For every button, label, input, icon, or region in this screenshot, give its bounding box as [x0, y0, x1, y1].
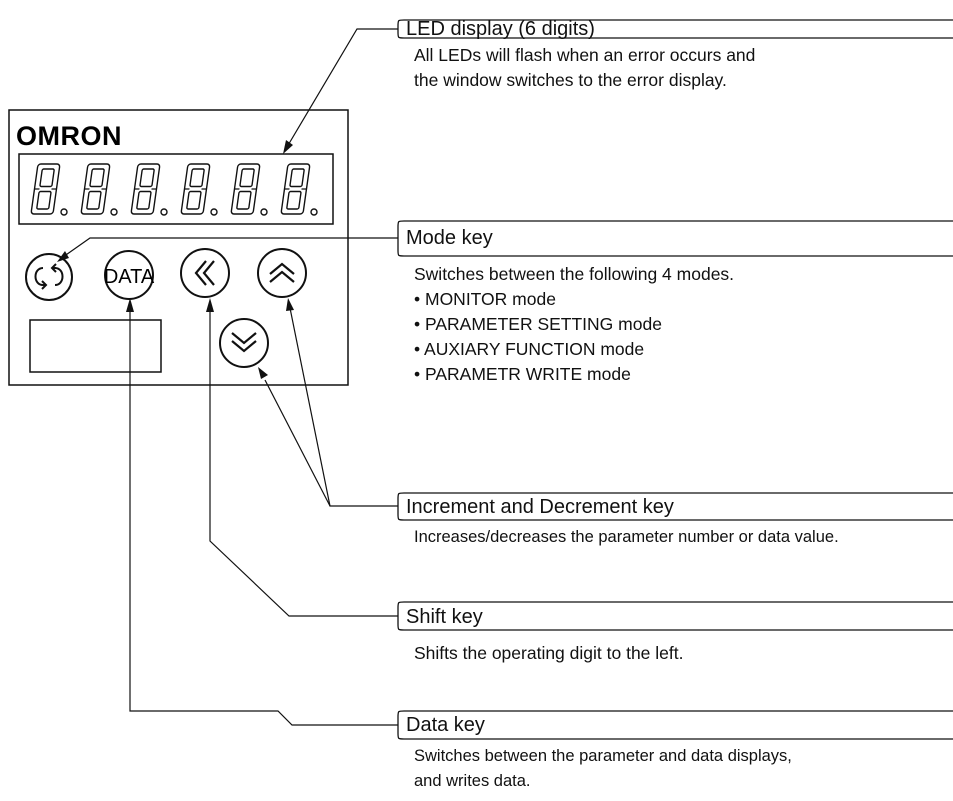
data-desc-line: Switches between the parameter and data …: [414, 747, 792, 765]
shift-callout-desc: Shifts the operating digit to the left.: [414, 641, 683, 666]
omron-logo: OMRON: [16, 121, 122, 151]
mode-callout-bracket: [397, 220, 953, 257]
incdec-leader-line-down: [264, 379, 331, 507]
mode-key[interactable]: [25, 253, 73, 301]
data-callout-title: Data key: [406, 714, 485, 736]
led-callout-bracket: [397, 19, 953, 39]
data-desc-line: and writes data.: [414, 772, 531, 790]
increment-key[interactable]: [257, 248, 307, 298]
led-arrowhead: [283, 140, 293, 154]
led-digit: [80, 163, 111, 215]
mode-desc-line: • PARAMETR WRITE mode: [414, 364, 631, 384]
data-leader-line: [129, 310, 398, 726]
shift-key[interactable]: [180, 248, 230, 298]
shift-callout-title: Shift key: [406, 606, 483, 628]
led-digits: [30, 163, 318, 216]
mode-cycle-arrows-icon: [34, 263, 64, 290]
data-callout-bracket: [397, 710, 953, 740]
decrement-key[interactable]: [219, 318, 269, 368]
led-decimal-point: [60, 208, 68, 216]
led-callout-title: LED display (6 digits): [406, 18, 595, 40]
led-digit: [30, 163, 61, 215]
double-chevron-up-icon: [269, 262, 295, 283]
incdec-desc-line: Increases/decreases the parameter number…: [414, 528, 839, 546]
shift-arrowhead: [206, 298, 214, 312]
mode-arrowhead: [57, 251, 69, 262]
shift-leader-line: [209, 310, 398, 617]
led-decimal-point: [160, 208, 168, 216]
data-arrowhead: [126, 298, 134, 312]
mode-leader-line: [62, 237, 398, 258]
led-digit: [230, 163, 261, 215]
decrement-arrowhead: [258, 367, 268, 379]
incdec-callout-desc: Increases/decreases the parameter number…: [414, 525, 839, 550]
led-decimal-point: [110, 208, 118, 216]
led-desc-line: the window switches to the error display…: [414, 70, 727, 90]
led-digit: [180, 163, 211, 215]
mode-callout-desc: Switches between the following 4 modes. …: [414, 262, 734, 387]
mode-desc-line: • MONITOR mode: [414, 289, 556, 309]
led-digit: [280, 163, 311, 215]
led-leader-line: [286, 28, 398, 148]
shift-desc-line: Shifts the operating digit to the left.: [414, 643, 684, 663]
led-decimal-point: [310, 208, 318, 216]
data-key[interactable]: DATA: [104, 250, 155, 300]
shift-callout-bracket: [397, 601, 953, 631]
led-callout-desc: All LEDs will flash when an error occurs…: [414, 43, 755, 93]
led-desc-line: All LEDs will flash when an error occurs…: [414, 45, 756, 65]
increment-arrowhead: [286, 298, 294, 311]
data-key-label: DATA: [104, 266, 155, 288]
blank-label-area: [29, 319, 162, 373]
led-decimal-point: [260, 208, 268, 216]
led-digit: [130, 163, 161, 215]
mode-desc-line: Switches between the following 4 modes.: [414, 264, 735, 284]
double-chevron-down-icon: [231, 332, 257, 353]
mode-callout-title: Mode key: [406, 227, 493, 249]
led-decimal-point: [210, 208, 218, 216]
double-chevron-left-icon: [194, 260, 215, 286]
incdec-callout-title: Increment and Decrement key: [406, 496, 674, 518]
data-callout-desc: Switches between the parameter and data …: [414, 744, 792, 794]
mode-desc-line: • PARAMETER SETTING mode: [414, 314, 662, 334]
mode-desc-line: • AUXIARY FUNCTION mode: [414, 339, 645, 359]
incdec-callout-bracket: [397, 492, 953, 521]
